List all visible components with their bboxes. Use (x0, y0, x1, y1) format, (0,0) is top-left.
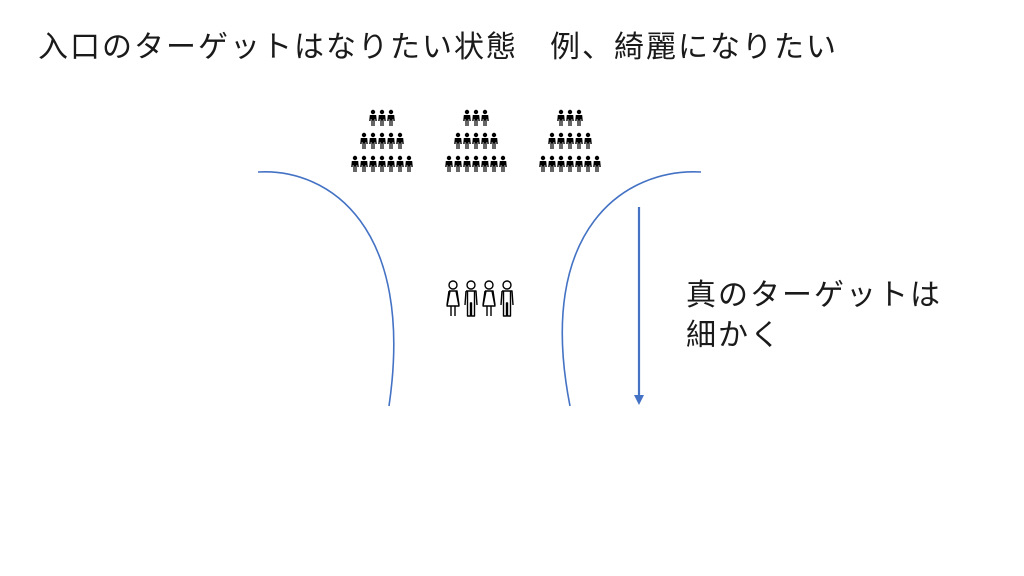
slide-title: 入口のターゲットはなりたい状態 例、綺麗になりたい (38, 30, 838, 65)
crowd-pyramid-icon (445, 109, 507, 172)
annotation-text: 真のターゲットは 細かく (686, 276, 942, 356)
annotation-line-2: 細かく (686, 318, 782, 353)
people-group-outline-icon (446, 280, 514, 317)
annotation-line-1: 真のターゲットは (686, 278, 942, 313)
crowd-pyramid-icon (539, 109, 601, 172)
down-arrow-icon (634, 207, 644, 405)
crowd-pyramid-icon (351, 109, 413, 172)
funnel-right-curve (561, 171, 702, 407)
funnel-left-curve (257, 171, 395, 407)
